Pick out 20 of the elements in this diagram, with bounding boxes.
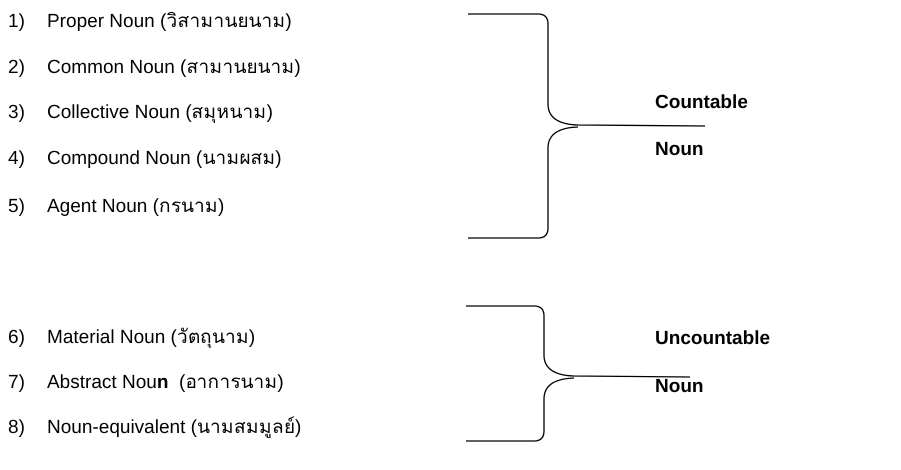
item-number: 7)	[8, 371, 25, 395]
category-heading: Uncountable	[655, 327, 770, 351]
noun-type-text: Compound Noun (นามผสม)	[47, 147, 282, 171]
category-heading: Noun	[655, 138, 704, 162]
noun-type-text: Material Noun (วัตถุนาม)	[47, 326, 256, 350]
noun-type-text: Collective Noun (สมุหนาม)	[47, 101, 273, 125]
item-number: 4)	[8, 147, 25, 171]
noun-type-text: Proper Noun (วิสามานยนาม)	[47, 10, 292, 34]
item-number: 6)	[8, 326, 25, 350]
noun-type-text: Abstract Noun (อาการนาม)	[47, 371, 284, 395]
noun-type-text: Common Noun (สามานยนาม)	[47, 56, 301, 80]
category-heading: Noun	[655, 375, 704, 399]
category-heading: Countable	[655, 91, 748, 115]
item-number: 2)	[8, 56, 25, 80]
item-number: 1)	[8, 10, 25, 34]
item-number: 3)	[8, 101, 25, 125]
noun-type-text: Agent Noun (กรนาม)	[47, 195, 224, 219]
item-number: 5)	[8, 195, 25, 219]
item-number: 8)	[8, 416, 25, 440]
noun-type-text: Noun-equivalent (นามสมมูลย์)	[47, 416, 302, 440]
